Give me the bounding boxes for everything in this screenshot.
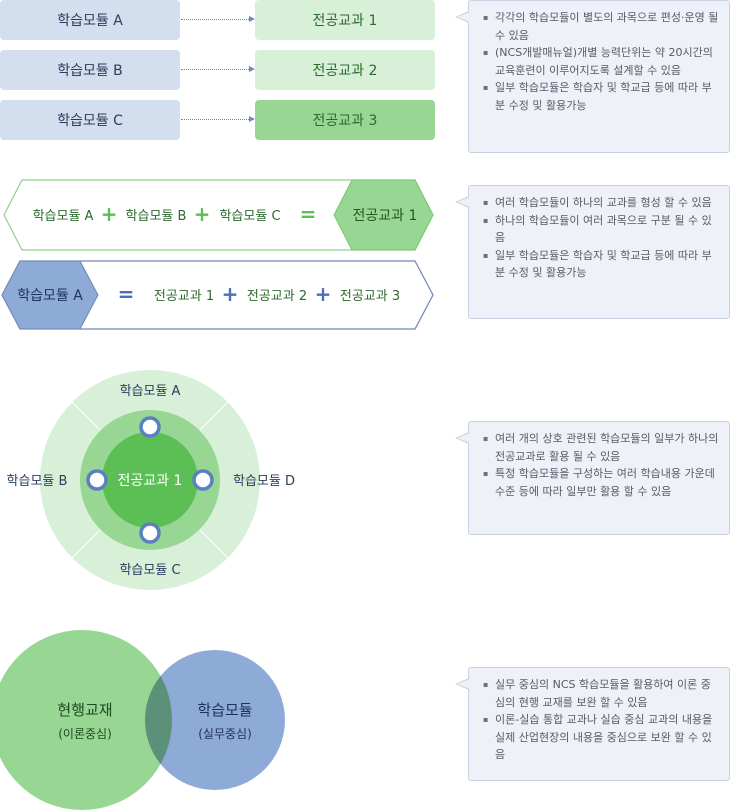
- note-item: 일부 학습모듈은 학습자 및 학교급 등에 따라 부분 수정 및 활용가능: [483, 247, 719, 282]
- module-b-box: 학습모듈 B: [0, 50, 180, 90]
- row2-item-2: 전공교과 2: [247, 289, 307, 304]
- row1-result: 전공교과 1: [353, 208, 418, 224]
- note-item: 여러 개의 상호 관련된 학습모듈의 일부가 하나의 전공교과로 활용 될 수 …: [483, 430, 719, 465]
- note-box-4: 실무 중심의 NCS 학습모듈을 활용하여 이론 중심의 현행 교재를 보완 할…: [455, 667, 730, 781]
- equals-icon: =: [300, 202, 317, 226]
- note-item: 여러 학습모듈이 하나의 교과를 형성 할 수 있음: [483, 194, 719, 212]
- arrowhead-icon: [249, 66, 255, 72]
- dotted-arrow-line: [181, 69, 253, 70]
- note-box-2: 여러 학습모듈이 하나의 교과를 형성 할 수 있음 하나의 학습모듈이 여러 …: [455, 185, 730, 319]
- note-box-3: 여러 개의 상호 관련된 학습모듈의 일부가 하나의 전공교과로 활용 될 수 …: [455, 421, 730, 535]
- row2-source-hex: [1, 260, 99, 330]
- center-circle: [102, 432, 198, 528]
- row1-item-b: 학습모듈 B: [126, 209, 187, 224]
- plus-icon: +: [101, 202, 118, 226]
- right-subtitle: (실무중심): [198, 727, 252, 741]
- left-subtitle: (이론중심): [58, 727, 112, 741]
- section-venn-diagram: 현행교재 (이론중심) 학습모듈 (실무중심): [0, 630, 285, 810]
- center-label: 전공교과 1: [118, 473, 183, 489]
- divider-lines: [71, 401, 229, 559]
- label-module-b: 학습모듈 B: [7, 474, 68, 489]
- left-circle: [0, 630, 172, 810]
- note-item: 일부 학습모듈은 학습자 및 학교급 등에 따라 부분 수정 및 활용가능: [483, 79, 719, 114]
- dotted-arrow-line: [181, 119, 253, 120]
- subject-2-box: 전공교과 2: [255, 50, 435, 90]
- left-title: 현행교재: [57, 701, 112, 719]
- arrowhead-icon: [249, 116, 255, 122]
- note-box-1: 각각의 학습모듈이 별도의 과목으로 편성·운영 될 수 있음 (NCS개발매뉴…: [455, 0, 730, 153]
- plus-icon: +: [194, 202, 211, 226]
- module-c-box: 학습모듈 C: [0, 100, 180, 140]
- right-circle: [145, 650, 285, 790]
- label-module-a: 학습모듈 A: [120, 384, 181, 399]
- row1-result-hex: [333, 179, 434, 251]
- row2-item-3: 전공교과 3: [340, 289, 400, 304]
- note-item: 특정 학습모듈을 구성하는 여러 학습내용 가운데 수준 등에 따라 일부만 활…: [483, 465, 719, 500]
- module-a-box: 학습모듈 A: [0, 0, 180, 40]
- plus-icon: +: [315, 282, 332, 306]
- row2-item-1: 전공교과 1: [154, 289, 214, 304]
- label-module-d: 학습모듈 D: [233, 474, 295, 489]
- section-partial-use-diagram: 전공교과 1 학습모듈 A 학습모듈 B 학습모듈 D 학습모듈 C: [7, 370, 295, 590]
- plus-icon: +: [222, 282, 239, 306]
- note-item: 이론-실습 통합 교과나 실습 중심 교과의 내용을 실제 산업현장의 내용을 …: [483, 711, 719, 764]
- equals-icon: =: [118, 282, 135, 306]
- subject-3-box: 전공교과 3: [255, 100, 435, 140]
- section-combination-diagram: 학습모듈 A + 학습모듈 B + 학습모듈 C = 전공교과 1 학습모듈 A…: [1, 179, 434, 330]
- note-item: (NCS개발매뉴얼)개별 능력단위는 약 20시간의 교육훈련이 이루어지도록 …: [483, 44, 719, 79]
- dotted-arrow-line: [181, 19, 253, 20]
- row1-item-c: 학습모듈 C: [219, 209, 280, 224]
- right-title: 학습모듈: [197, 701, 252, 719]
- note-item: 하나의 학습모듈이 여러 과목으로 구분 될 수 있음: [483, 212, 719, 247]
- subject-1-box: 전공교과 1: [255, 0, 435, 40]
- note-item: 각각의 학습모듈이 별도의 과목으로 편성·운영 될 수 있음: [483, 9, 719, 44]
- connector-nodes: [86, 416, 214, 544]
- row1-item-a: 학습모듈 A: [33, 209, 94, 224]
- row2-source: 학습모듈 A: [17, 288, 83, 304]
- label-module-c: 학습모듈 C: [119, 563, 180, 578]
- arrowhead-icon: [249, 16, 255, 22]
- note-item: 실무 중심의 NCS 학습모듈을 활용하여 이론 중심의 현행 교재를 보완 할…: [483, 676, 719, 711]
